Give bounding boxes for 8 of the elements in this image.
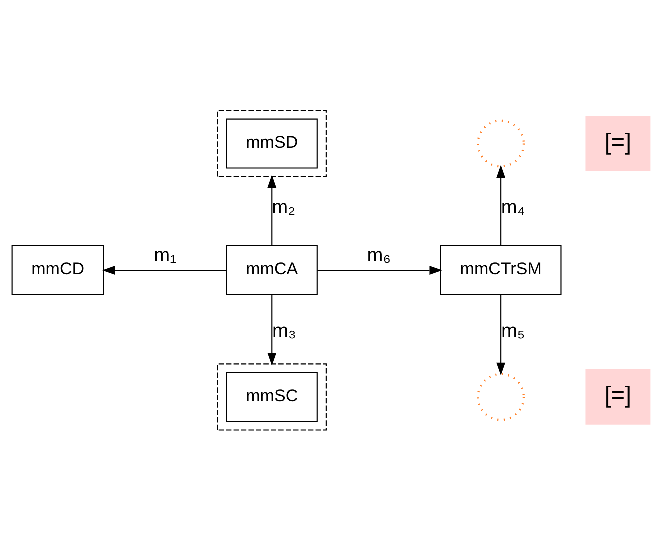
edge-label: m₅ bbox=[501, 320, 526, 342]
edge-label: m₃ bbox=[272, 320, 296, 342]
edge-label: m₂ bbox=[272, 197, 296, 218]
edge-label: m₁ bbox=[154, 245, 177, 266]
label: [=] bbox=[604, 382, 632, 408]
edge-label: m₆ bbox=[367, 245, 391, 266]
edge-label: m₄ bbox=[501, 197, 526, 218]
label: [=] bbox=[604, 128, 632, 155]
